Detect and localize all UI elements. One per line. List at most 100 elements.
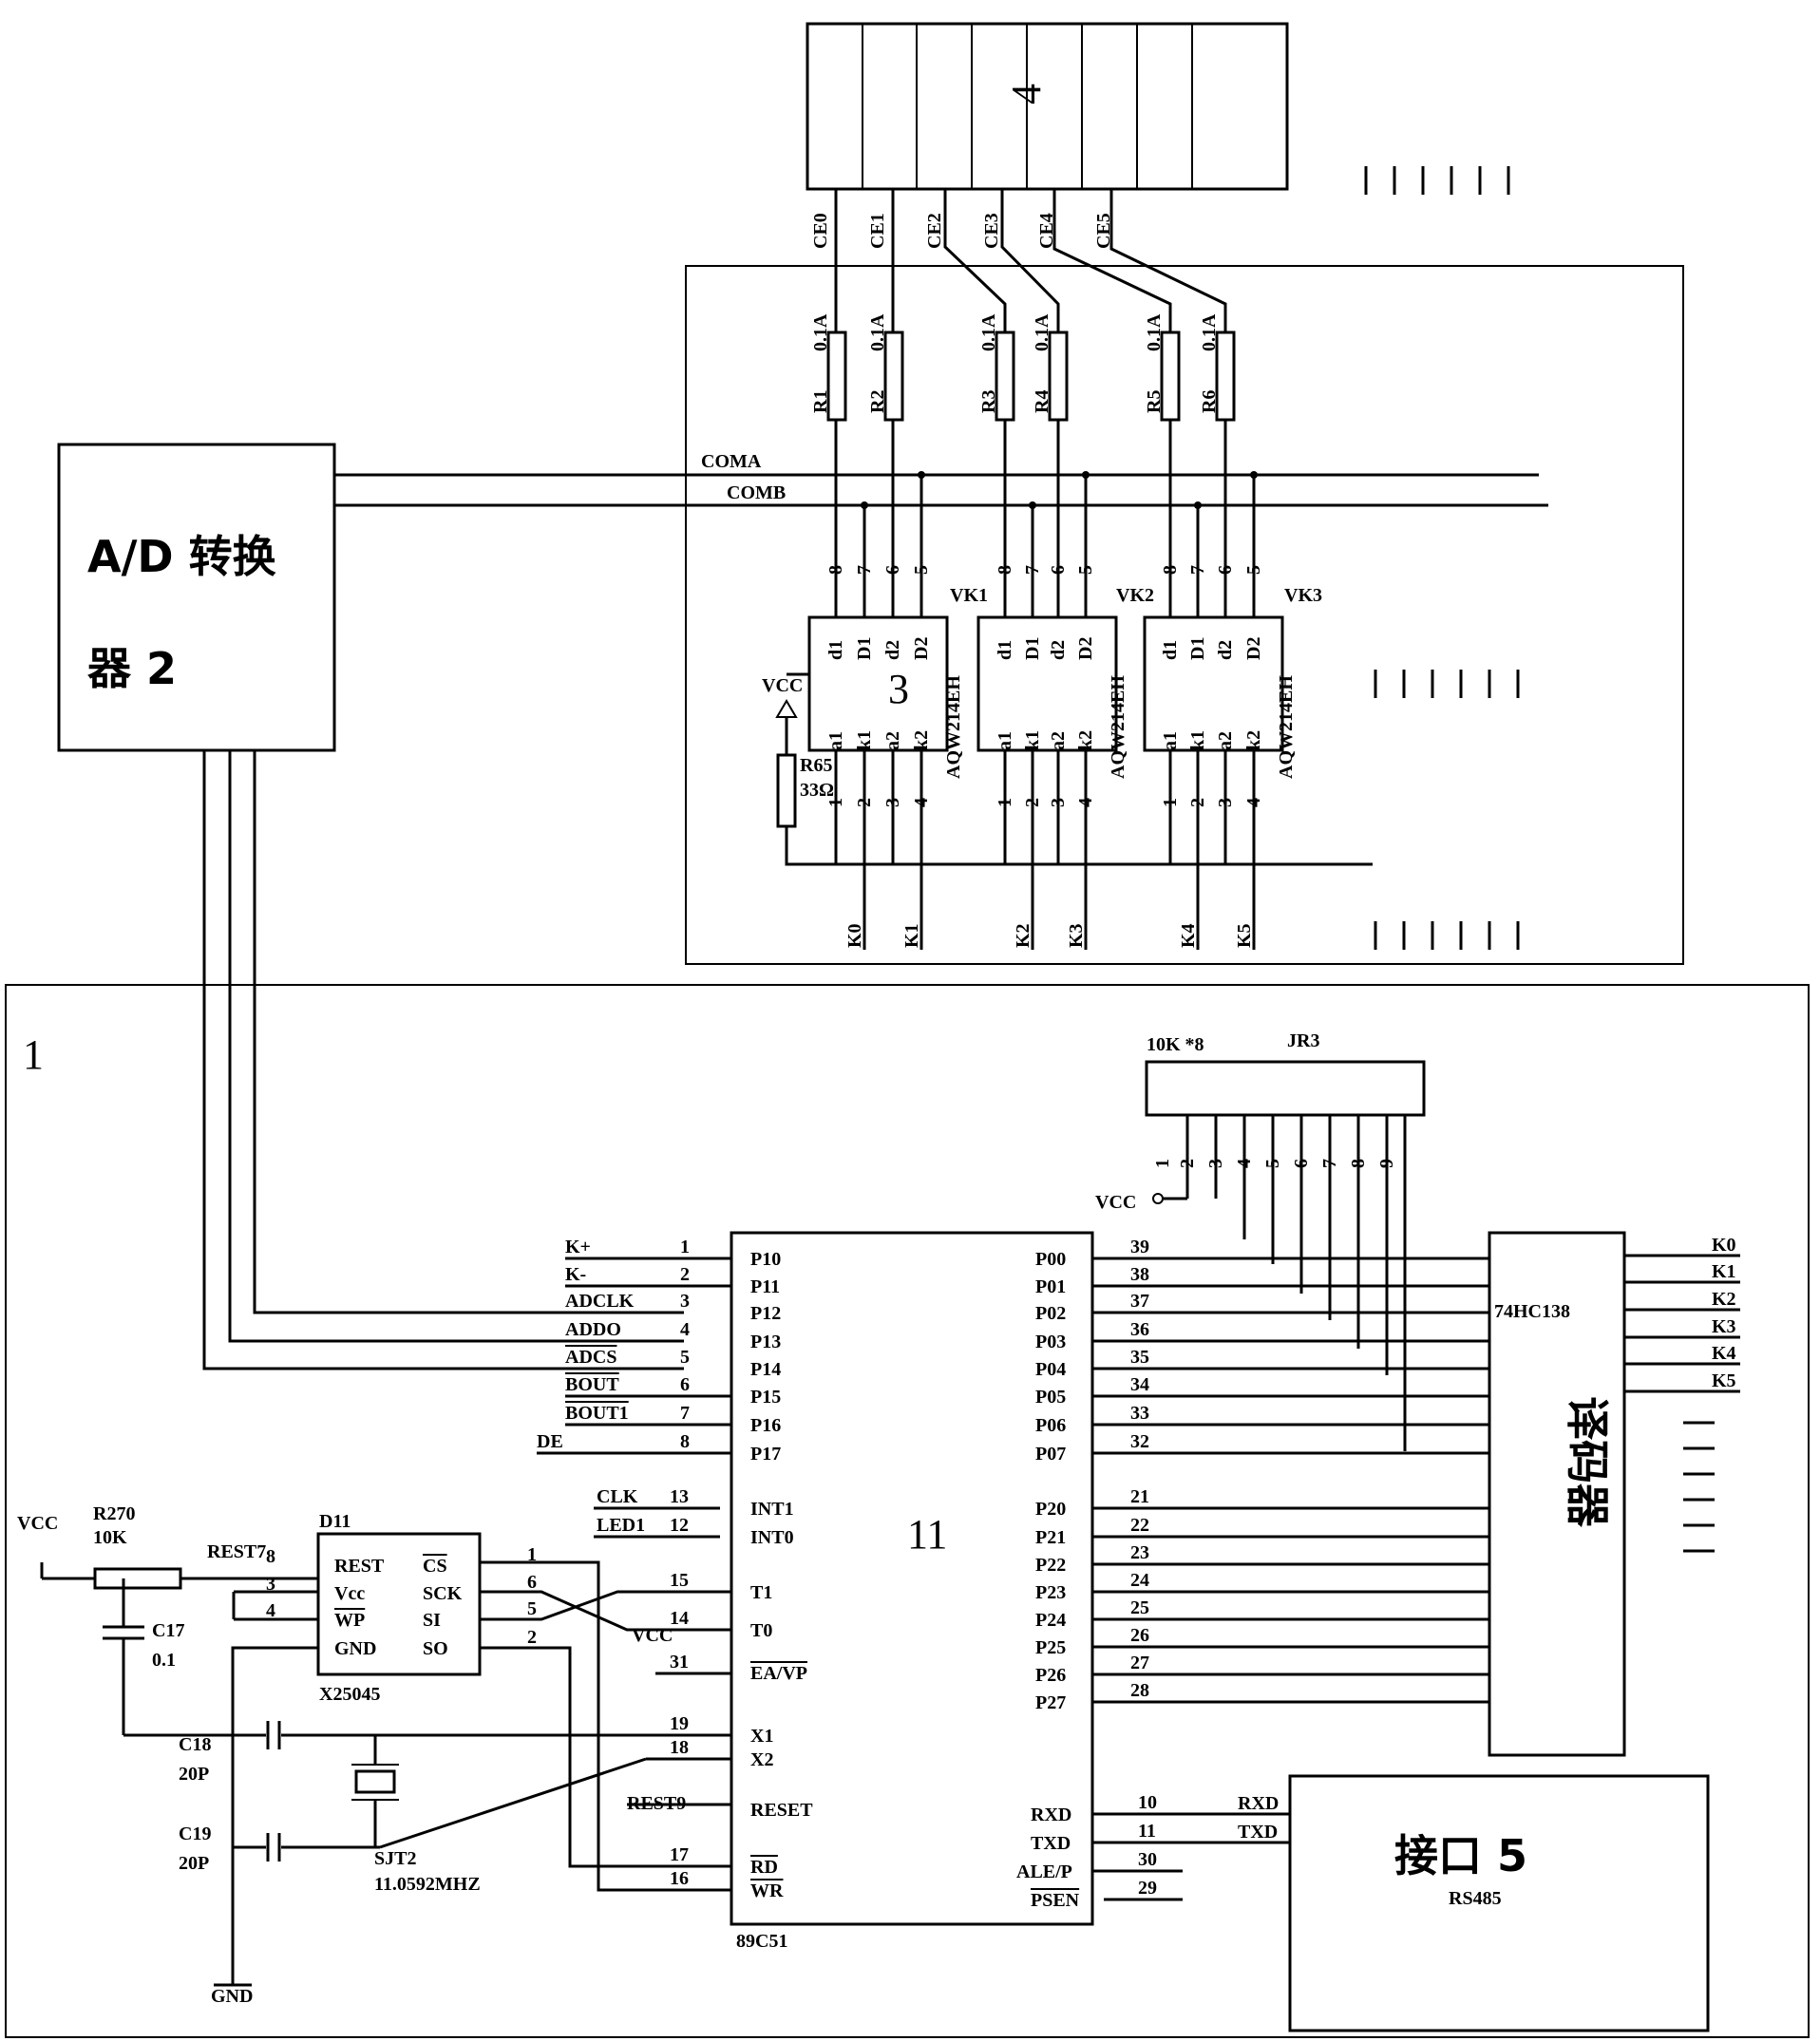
relay-1-top-pin-2: d2 [1048, 640, 1069, 660]
watchdog-left-num-2: 4 [266, 1600, 275, 1621]
jr3-pin-8: 9 [1376, 1159, 1397, 1168]
relay-1-top-num-3: 5 [1075, 565, 1096, 575]
watchdog-right-pin-2: SI [423, 1610, 441, 1631]
relay-part-2: AQW214EH [1276, 675, 1297, 779]
relay-1-top-num-0: 8 [995, 565, 1015, 575]
mcu-t-pin-0: T1 [750, 1582, 772, 1603]
decoder-out-0: K0 [1712, 1235, 1736, 1256]
relay-2-top-pin-2: d2 [1215, 640, 1236, 660]
mcu-p2-pin-2: P22 [1035, 1555, 1066, 1576]
decoder-out-1: K1 [1712, 1261, 1736, 1282]
jr3-value: 10K *8 [1147, 1034, 1204, 1055]
mcu-t-pin-1: T0 [750, 1620, 772, 1641]
mcu-p2-num-1: 22 [1130, 1515, 1149, 1536]
jr3-name: JR3 [1287, 1030, 1319, 1051]
mcu-t-num-1: 14 [670, 1608, 689, 1629]
mcu-left-num-6: 7 [680, 1403, 690, 1424]
c19-value: 20P [179, 1853, 209, 1874]
mcu-serial-num-2: 30 [1138, 1849, 1157, 1870]
mcu-p2-num-0: 21 [1130, 1486, 1149, 1507]
vcc-label-jr3: VCC [1095, 1192, 1136, 1213]
addo-wire [228, 750, 684, 1343]
relay-0-bottom-pin-1: k1 [854, 730, 875, 750]
relay-0-bottom-num-1: 2 [854, 798, 875, 807]
k-line-0: K0 [844, 923, 865, 948]
mcu-left-num-2: 3 [680, 1291, 690, 1312]
c18-value: 20P [179, 1764, 209, 1785]
resistor-value-5: 0.1A [1199, 313, 1220, 351]
relay-2-bottom-num-3: 4 [1243, 798, 1264, 807]
relay-0-top-pin-2: d2 [882, 640, 903, 660]
relay-1-bottom-num-2: 3 [1048, 798, 1069, 807]
r65-value: 33Ω [800, 780, 834, 801]
relay-2-top-num-0: 8 [1160, 565, 1181, 575]
mcu-left-sig-4: ADCS [565, 1347, 616, 1368]
mcu-p0-num-3: 36 [1130, 1319, 1149, 1340]
relay-2-bottom-pin-2: a2 [1215, 731, 1236, 750]
tick-marks [1364, 166, 1715, 1553]
relay-2-bottom-pin-0: a1 [1160, 731, 1181, 750]
relay-0-top-num-1: 7 [854, 565, 875, 575]
relay-2-top-pin-0: d1 [1160, 640, 1181, 660]
relay-ground-rail [785, 826, 1373, 866]
ce-wires [834, 189, 1227, 332]
relay-0-top-num-0: 8 [825, 565, 846, 575]
relay-2-top-num-2: 6 [1215, 565, 1236, 575]
mcu-p0-pin-3: P03 [1035, 1332, 1066, 1352]
mcu-p2-num-2: 23 [1130, 1542, 1149, 1563]
jr3-pin-3: 4 [1234, 1159, 1255, 1168]
watchdog-right-num-3: 2 [527, 1627, 537, 1648]
mcu-left-pin-2: P12 [750, 1303, 781, 1324]
mcu-serial-num-1: 11 [1138, 1821, 1156, 1842]
mcu-p0-pin-2: P02 [1035, 1303, 1066, 1324]
rs485-rxd: RXD [1238, 1793, 1279, 1814]
mcu-left-sig-2: ADCLK [565, 1291, 635, 1312]
mcu-x-num-0: 19 [670, 1713, 689, 1734]
resistor-name-5: R6 [1199, 390, 1220, 413]
relay-1-top-num-2: 6 [1048, 565, 1069, 575]
mcu-left-num-4: 5 [680, 1347, 690, 1368]
relay-part-0: AQW214EH [943, 675, 964, 779]
mcu-p0-pin-7: P07 [1035, 1444, 1066, 1465]
mcu-p0-pin-1: P01 [1035, 1276, 1066, 1297]
meter-label: 4 [1003, 84, 1050, 104]
mcu-int-pin-0: INT1 [750, 1499, 794, 1520]
mcu-p2-pin-3: P23 [1035, 1582, 1066, 1603]
relay-0-top-pin-0: d1 [825, 640, 846, 660]
mcu-left-sig-6: BOUT1 [565, 1403, 629, 1424]
c19-name: C19 [179, 1824, 211, 1844]
jr3-pin-7: 8 [1348, 1159, 1369, 1168]
adcs-wire [202, 750, 684, 1370]
ce-label-5: CE5 [1093, 213, 1114, 249]
relay-0-bottom-pin-2: a2 [882, 731, 903, 750]
main-board-outline [5, 984, 1810, 2038]
r65-name: R65 [800, 755, 832, 776]
mcu-p0-pin-6: P06 [1035, 1415, 1066, 1436]
decoder-out-5: K5 [1712, 1370, 1736, 1391]
relay-1-bottom-num-1: 2 [1022, 798, 1043, 807]
mcu-left-sig-1: K- [565, 1264, 586, 1285]
k-line-3: K3 [1066, 923, 1087, 948]
mcu-reset-pin: RESET [750, 1800, 813, 1821]
ce-label-2: CE2 [924, 213, 945, 249]
resistor-value-0: 0.1A [810, 313, 831, 351]
mcu-p2-pin-7: P27 [1035, 1692, 1066, 1713]
jr3-pin-0: 1 [1152, 1159, 1173, 1168]
relay-1-bottom-pin-3: k2 [1075, 730, 1096, 750]
mcu-left-num-7: 8 [680, 1431, 690, 1452]
crystal-name: SJT2 [374, 1848, 416, 1869]
relay-name-2: VK3 [1284, 585, 1322, 606]
mcu-label: 11 [907, 1511, 947, 1558]
mcu-serial-pin-2: ALE/P [1016, 1861, 1072, 1882]
relay-1-top-pin-0: d1 [995, 640, 1015, 660]
watchdog-right-pin-1: SCK [423, 1583, 463, 1604]
watchdog-right-pin-0: CS [423, 1556, 447, 1577]
relay-part-1: AQW214EH [1108, 675, 1128, 779]
relay-0-bottom-num-2: 3 [882, 798, 903, 807]
resistor-name-3: R4 [1032, 390, 1052, 413]
jr3-network [1145, 1060, 1426, 1451]
mcu-int-sig-1: LED1 [597, 1515, 645, 1536]
k-line-4: K4 [1178, 923, 1199, 948]
resistor-name-0: R1 [810, 390, 831, 413]
mcu-p0-num-1: 38 [1130, 1264, 1149, 1285]
